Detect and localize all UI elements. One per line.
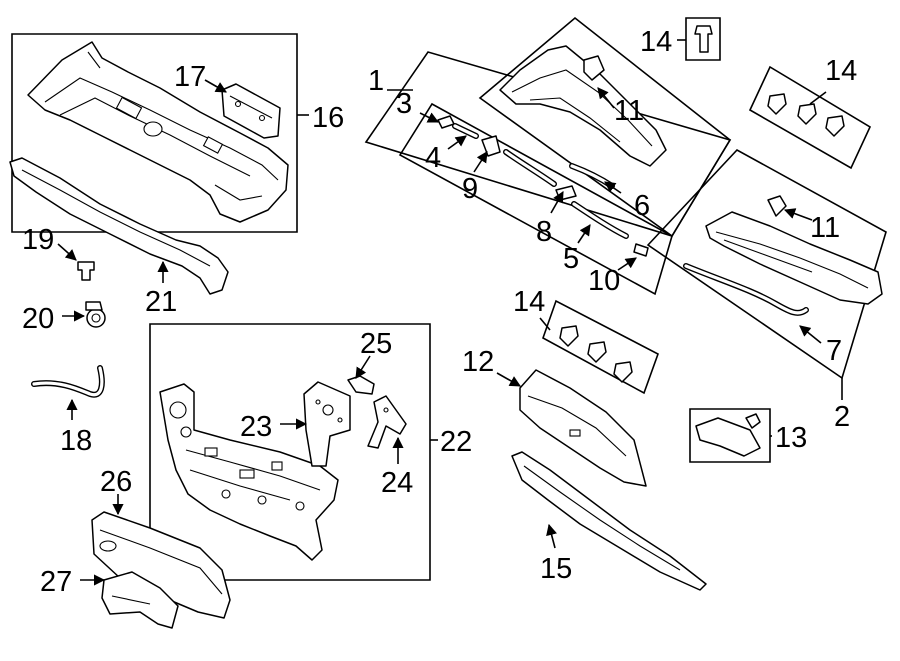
bracket-25-part — [347, 375, 375, 395]
bracket-23-part — [303, 381, 351, 467]
clip-19-part — [77, 261, 95, 281]
group-box-14-top — [685, 17, 721, 61]
callout-23[interactable]: 23 — [240, 411, 272, 443]
cowl-11-upper-part — [499, 45, 667, 167]
callout-20[interactable]: 20 — [22, 303, 54, 335]
callout-7[interactable]: 7 — [826, 335, 842, 367]
callout-11-lower[interactable]: 11 — [810, 212, 840, 244]
callout-19[interactable]: 19 — [22, 224, 54, 256]
upper-dash-panel-part — [27, 41, 289, 223]
group-box-14-right — [748, 65, 872, 170]
bracket-24-part — [367, 395, 407, 449]
reinforcement-21-part — [9, 157, 229, 295]
callout-2[interactable]: 2 — [834, 401, 850, 433]
callout-6[interactable]: 6 — [634, 190, 650, 222]
callout-12[interactable]: 12 — [462, 346, 494, 378]
group-box-22 — [149, 323, 431, 581]
callout-15[interactable]: 15 — [540, 553, 572, 585]
callout-11-upper[interactable]: 11 — [614, 95, 644, 127]
clips-14-right-part — [767, 93, 845, 137]
callout-1[interactable]: 1 — [368, 65, 384, 97]
dash-bracket-17-part — [221, 83, 281, 139]
hose-7-part — [683, 263, 809, 316]
callout-16[interactable]: 16 — [312, 102, 344, 134]
cowl-12-part — [519, 369, 647, 487]
callout-22[interactable]: 22 — [440, 426, 472, 458]
callout-8[interactable]: 8 — [536, 216, 552, 248]
callout-14-top[interactable]: 14 — [640, 26, 672, 58]
clamp-20-part — [85, 301, 106, 328]
cowl-2-part — [705, 195, 883, 305]
group-box-13 — [689, 408, 771, 463]
callout-25[interactable]: 25 — [360, 328, 392, 360]
hose-18-part — [31, 365, 105, 398]
dash-panel-22-part — [159, 383, 339, 561]
callout-3[interactable]: 3 — [396, 88, 412, 120]
bracket-13-part — [695, 413, 761, 457]
callout-18[interactable]: 18 — [60, 425, 92, 457]
group-box-14-mid — [542, 299, 659, 395]
panel-15-part — [511, 451, 707, 591]
callout-14-right[interactable]: 14 — [825, 55, 857, 87]
clips-14-mid-part — [559, 325, 633, 383]
clip-14-top-part — [694, 25, 713, 53]
callout-17[interactable]: 17 — [174, 61, 206, 93]
callout-5[interactable]: 5 — [563, 243, 579, 275]
callout-21[interactable]: 21 — [145, 286, 177, 318]
callout-4[interactable]: 4 — [425, 142, 441, 174]
leaders — [57, 39, 843, 586]
callout-13[interactable]: 13 — [775, 422, 807, 454]
bracket-27-part — [101, 571, 179, 629]
callout-14-mid[interactable]: 14 — [513, 286, 545, 318]
group-box-2 — [646, 148, 887, 380]
callout-24[interactable]: 24 — [381, 467, 413, 499]
callout-10[interactable]: 10 — [588, 265, 620, 297]
callout-9[interactable]: 9 — [462, 173, 478, 205]
callout-27[interactable]: 27 — [40, 566, 72, 598]
callout-26[interactable]: 26 — [100, 466, 132, 498]
panel-26-part — [91, 511, 231, 619]
